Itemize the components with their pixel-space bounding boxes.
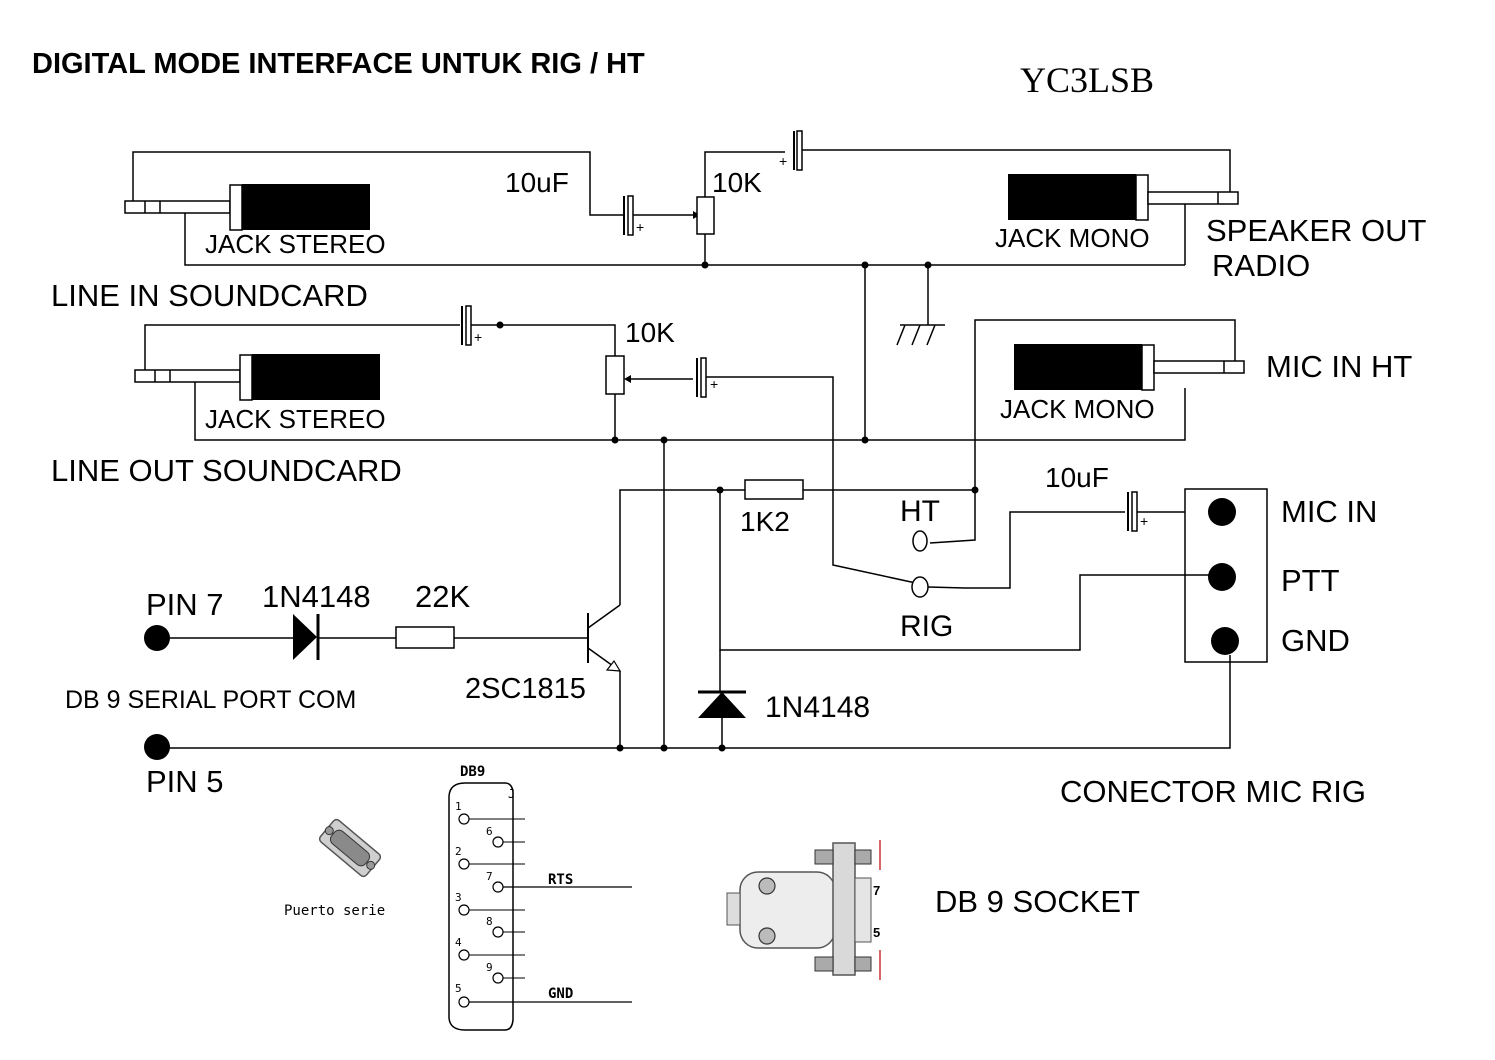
db9-socket-label: DB 9 SOCKET <box>935 884 1140 919</box>
diode-1n4148-1 <box>293 614 396 660</box>
res-22k-label: 22K <box>415 579 470 614</box>
db9-pin-8: 8 <box>486 915 493 928</box>
radio-label: RADIO <box>1212 248 1310 283</box>
line-in-label: LINE IN SOUNDCARD <box>51 278 368 313</box>
db9-pin-9: 9 <box>486 961 493 974</box>
capacitor-line-out: + <box>461 305 616 356</box>
potentiometer-10k-mid <box>605 355 693 444</box>
diagram-title: DIGITAL MODE INTERFACE UNTUK RIG / HT <box>32 48 645 80</box>
jack-stereo-1 <box>124 184 370 231</box>
socket-pin-5: 5 <box>873 925 880 940</box>
socket-pin-7: 7 <box>873 883 880 898</box>
db9-shell <box>448 782 514 1031</box>
switch-rig-contact <box>911 576 929 598</box>
db9-gnd-label: GND <box>548 986 573 1002</box>
cap-top-left-label: 10uF <box>505 167 569 198</box>
jack-mono-1-label: JACK MONO <box>995 223 1150 253</box>
svg-text:+: + <box>779 153 787 169</box>
jack-mono-1 <box>1008 174 1239 265</box>
resistor-1k2 <box>744 479 979 500</box>
cap-right-label: 10uF <box>1045 462 1109 493</box>
diode-1n4148-2 <box>698 650 746 752</box>
switch-ht-contact <box>912 530 928 552</box>
db9-rts-label: RTS <box>548 872 573 888</box>
line-in-section: JACK STEREO + 10uF 10K + <box>51 130 1427 346</box>
mic-in-label: MIC IN <box>1281 494 1377 529</box>
db9-pin-6: 6 <box>486 825 493 838</box>
ptt-section: 1K2 HT RIG + 10uF MIC IN PTT GND <box>65 440 1377 809</box>
svg-text:+: + <box>474 329 482 345</box>
db9-pinout: DB9 J 1 6 2 7 3 8 <box>448 764 632 1031</box>
callsign: YC3LSB <box>1020 60 1154 100</box>
puerto-serie-picture: Puerto serie <box>284 818 385 919</box>
diode-1-label: 1N4148 <box>262 579 371 614</box>
db9-pin-5: 5 <box>455 982 462 995</box>
puerto-serie-label: Puerto serie <box>284 903 385 919</box>
db9-socket-picture: 7 5 <box>726 840 881 980</box>
pot-top-label: 10K <box>712 167 762 198</box>
transistor-2sc1815 <box>587 604 624 752</box>
ht-label: HT <box>900 495 940 528</box>
potentiometer-10k-top <box>696 151 785 269</box>
line-out-label: LINE OUT SOUNDCARD <box>51 453 402 488</box>
jack-stereo-1-label: JACK STEREO <box>205 229 386 259</box>
jack-mono-2-label: JACK MONO <box>1000 394 1155 424</box>
db9-serial-label: DB 9 SERIAL PORT COM <box>65 686 356 714</box>
jack-stereo-2 <box>134 354 380 401</box>
db9-pin-4: 4 <box>455 936 462 949</box>
jack-mono-2 <box>929 319 1245 544</box>
res-1k2-label: 1K2 <box>740 506 790 537</box>
db9-pin-7: 7 <box>486 870 493 883</box>
db9-pins <box>458 813 632 1008</box>
db9-pin-2: 2 <box>455 845 462 858</box>
db9-pin-1: 1 <box>455 800 462 813</box>
resistor-22k <box>395 626 588 649</box>
rig-label: RIG <box>900 610 953 643</box>
conector-mic-rig-label: CONECTOR MIC RIG <box>1060 774 1366 809</box>
pin5-terminal <box>144 734 170 760</box>
svg-text:+: + <box>1140 513 1148 529</box>
speaker-out-label: SPEAKER OUT <box>1206 213 1427 248</box>
db9-header: DB9 <box>460 764 485 780</box>
db9-pin-3: 3 <box>455 891 462 904</box>
pin5-label: PIN 5 <box>146 764 224 799</box>
line-out-section: JACK STEREO + 10K + <box>51 265 1412 586</box>
pot-mid-label: 10K <box>625 317 675 348</box>
pin7-label: PIN 7 <box>146 587 224 622</box>
gnd-label: GND <box>1281 623 1350 658</box>
mic-in-ht-label: MIC IN HT <box>1266 349 1412 384</box>
ground-symbol <box>896 265 945 346</box>
db9-j-label: J <box>508 787 515 801</box>
svg-text:+: + <box>710 376 718 392</box>
transistor-label: 2SC1815 <box>465 673 586 705</box>
capacitor-mid: + <box>696 357 926 586</box>
capacitor-top-right: + <box>779 130 1231 192</box>
ptt-label: PTT <box>1281 563 1340 598</box>
svg-text:+: + <box>636 219 644 235</box>
jack-stereo-2-label: JACK STEREO <box>205 404 386 434</box>
capacitor-10uf-top: + <box>623 195 700 236</box>
diode-2-label: 1N4148 <box>765 691 870 724</box>
